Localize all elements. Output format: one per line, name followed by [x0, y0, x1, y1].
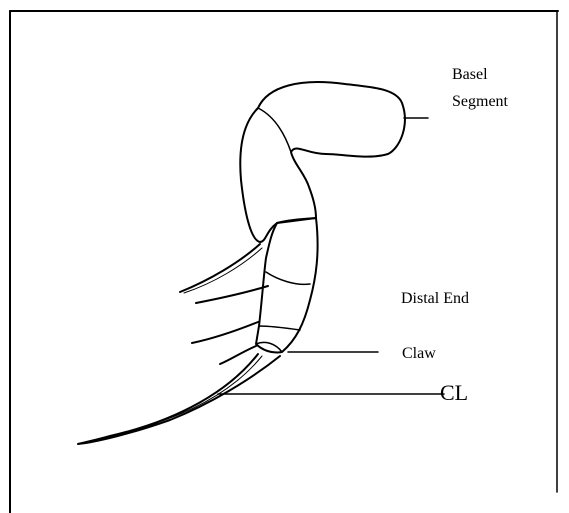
claw-outline	[78, 354, 280, 444]
seta-2	[196, 286, 268, 303]
basal-segment-outline	[240, 82, 405, 242]
seta-4	[220, 346, 256, 364]
label-distal-end: Distal End	[401, 290, 469, 307]
label-segment: Segment	[452, 93, 509, 110]
label-cl: CL	[440, 380, 468, 405]
distal-joint-2	[259, 326, 300, 330]
label-basel: Basel	[452, 66, 488, 83]
setae	[180, 244, 268, 364]
distal-joint-1	[266, 272, 310, 284]
seta-3	[192, 322, 258, 343]
basal-inner-joint	[258, 108, 291, 152]
seta-1	[180, 244, 260, 292]
claw-inner	[140, 356, 262, 428]
label-claw: Claw	[402, 345, 436, 362]
